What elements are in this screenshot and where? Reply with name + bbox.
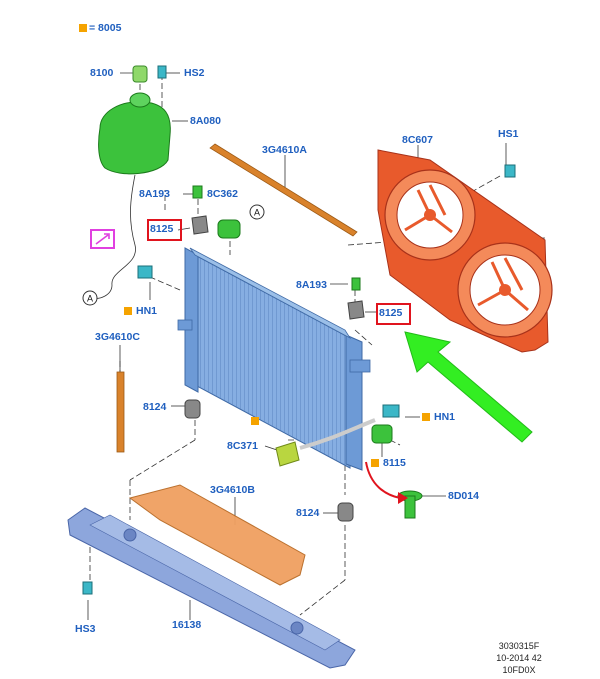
magenta-arrow-icon: [95, 233, 110, 245]
drain-8c371: [275, 441, 300, 467]
label-hs1: HS1: [498, 128, 519, 140]
marker-hn1-right: [422, 413, 430, 421]
footer-line3: 10FD0X: [502, 665, 536, 675]
footer-line1: 3030315F: [498, 641, 540, 651]
mount-8124-left: [184, 399, 201, 419]
lower-bracket-16138: [67, 507, 356, 669]
marker-8115: [371, 459, 379, 467]
label-8125-right: 8125: [379, 307, 403, 319]
label-8c362: 8C362: [207, 188, 238, 200]
label-8a080: 8A080: [190, 115, 221, 127]
legend-marker: [79, 24, 87, 32]
marker-hn1-left: [124, 307, 132, 315]
thermostat-8115: [371, 424, 393, 444]
bracket-8125-right: [347, 300, 365, 320]
clip-hs3: [82, 581, 93, 595]
label-8c371: 8C371: [227, 440, 258, 452]
label-8a193-left: 8A193: [139, 188, 170, 200]
red-curved-arrow-icon: [365, 461, 408, 504]
legend-text: = 8005: [89, 22, 122, 34]
label-8a193-right: 8A193: [296, 279, 327, 291]
seal-strip-3g4610c: [116, 371, 125, 453]
hose-upper: [299, 418, 376, 450]
clip-hs2: [157, 65, 167, 79]
plug-8c362: [217, 219, 241, 239]
label-16138: 16138: [172, 619, 202, 631]
sensor-hn1-right: [382, 404, 400, 418]
footer-line2: 10-2014 42: [496, 653, 542, 663]
label-8115: 8115: [383, 457, 406, 469]
label-8100: 8100: [90, 67, 114, 79]
label-8125-left: 8125: [150, 223, 174, 235]
clip-hs1: [504, 164, 516, 178]
fitting-8a193-right: [351, 277, 361, 291]
marker-radiator: [251, 417, 259, 425]
label-8c607: 8C607: [402, 134, 433, 146]
seal-strip-3g4610a: [209, 143, 358, 237]
highlight-box-8125-right: [376, 303, 411, 325]
label-hn1-right: HN1: [434, 411, 456, 423]
expansion-tank-8a080: [98, 65, 171, 175]
radiator: [177, 247, 371, 471]
sensor-hn1-left: [137, 265, 153, 279]
callout-a-top-text: A: [254, 208, 260, 218]
fan-shroud-8c607: [377, 149, 553, 353]
highlight-box-8125-left: [147, 219, 182, 241]
label-3g4610c: 3G4610C: [95, 331, 140, 343]
seal-3g4610b: [128, 484, 306, 586]
label-8124-bottom: 8124: [296, 507, 320, 519]
callout-a-left-text: A: [87, 294, 93, 304]
mount-8124-bottom: [337, 502, 354, 522]
label-3g4610a: 3G4610A: [262, 144, 307, 156]
label-8d014: 8D014: [448, 490, 479, 502]
label-hs3: HS3: [75, 623, 96, 635]
label-hn1-left: HN1: [136, 305, 158, 317]
callout-a-top: A: [249, 204, 265, 220]
label-hs2: HS2: [184, 67, 205, 79]
magenta-highlight-box: [90, 229, 115, 249]
label-3g4610b: 3G4610B: [210, 484, 255, 496]
callout-a-left: A: [82, 290, 98, 306]
fitting-8a193-left: [192, 185, 203, 199]
bracket-8125-left: [191, 215, 209, 235]
green-pointer-arrow-icon: [404, 331, 533, 443]
label-8124-left: 8124: [143, 401, 167, 413]
